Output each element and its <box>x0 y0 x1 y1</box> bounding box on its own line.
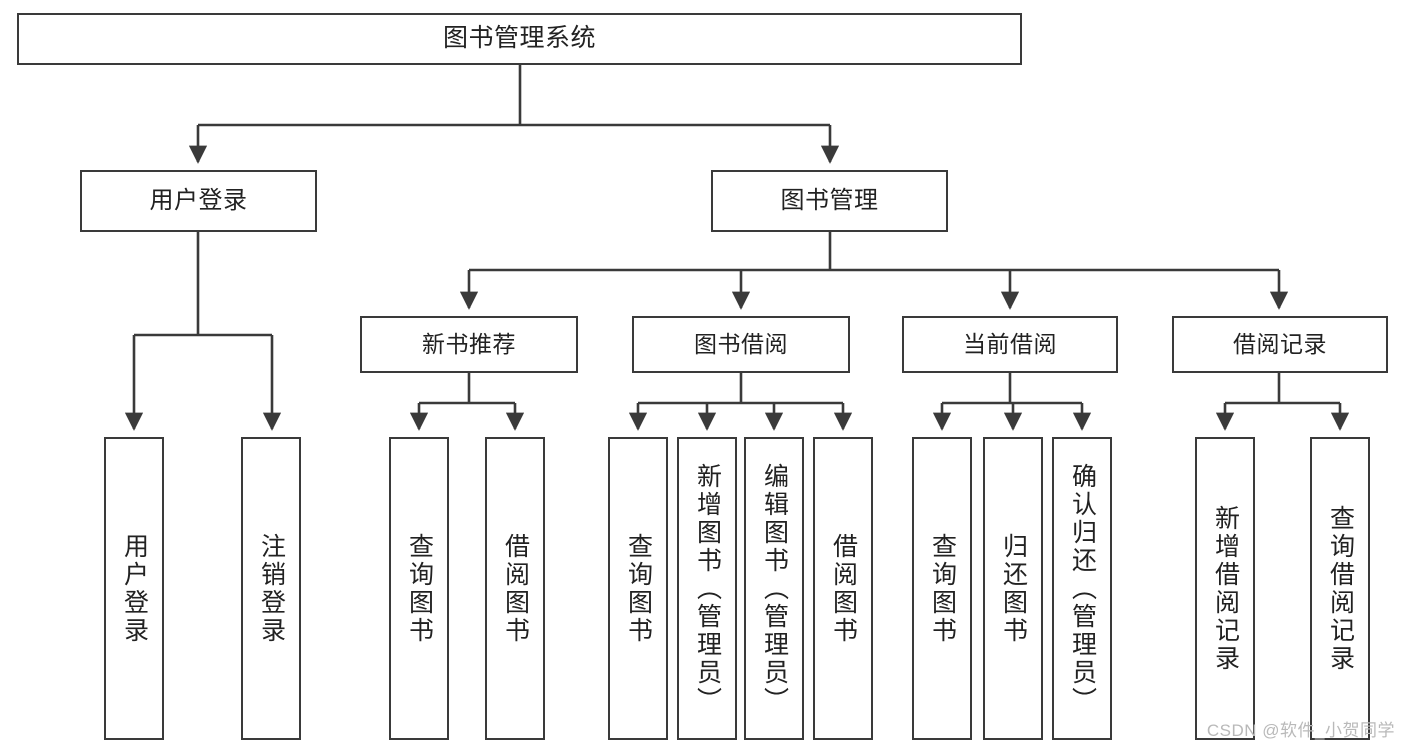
node-root[interactable]: 图书管理系统 <box>17 13 1022 65</box>
node-leaf-add-borrow-record-label: 新增借阅记录 <box>1211 504 1240 673</box>
node-leaf-query-book-1-label: 查询图书 <box>405 532 434 645</box>
node-leaf-add-borrow-record[interactable]: 新增借阅记录 <box>1195 437 1255 740</box>
node-leaf-borrow-book-1[interactable]: 借阅图书 <box>485 437 545 740</box>
node-leaf-confirm-return-label: 确认归还（管理员） <box>1068 462 1097 715</box>
node-leaf-confirm-return[interactable]: 确认归还（管理员） <box>1052 437 1112 740</box>
node-leaf-user-login[interactable]: 用户登录 <box>104 437 164 740</box>
node-leaf-query-book-3-label: 查询图书 <box>928 532 957 645</box>
node-new-book-recommend[interactable]: 新书推荐 <box>360 316 578 373</box>
node-leaf-borrow-book-1-label: 借阅图书 <box>501 532 530 645</box>
node-user-login-label: 用户登录 <box>149 186 248 214</box>
node-new-book-recommend-label: 新书推荐 <box>422 330 516 357</box>
node-leaf-logout-login-label: 注销登录 <box>257 532 286 645</box>
node-leaf-query-book-3[interactable]: 查询图书 <box>912 437 972 740</box>
node-borrow-record[interactable]: 借阅记录 <box>1172 316 1388 373</box>
node-leaf-return-book-label: 归还图书 <box>999 532 1028 645</box>
node-leaf-query-book-2[interactable]: 查询图书 <box>608 437 668 740</box>
node-leaf-edit-book[interactable]: 编辑图书（管理员） <box>744 437 804 740</box>
node-user-login[interactable]: 用户登录 <box>80 170 317 232</box>
node-root-label: 图书管理系统 <box>442 24 596 53</box>
node-leaf-user-login-label: 用户登录 <box>120 532 149 645</box>
node-leaf-query-borrow-record-label: 查询借阅记录 <box>1326 504 1355 673</box>
node-leaf-borrow-book-2[interactable]: 借阅图书 <box>813 437 873 740</box>
node-current-borrow[interactable]: 当前借阅 <box>902 316 1118 373</box>
node-leaf-logout-login[interactable]: 注销登录 <box>241 437 301 740</box>
node-leaf-edit-book-label: 编辑图书（管理员） <box>760 462 789 715</box>
node-leaf-query-book-2-label: 查询图书 <box>624 532 653 645</box>
node-book-manage[interactable]: 图书管理 <box>711 170 948 232</box>
node-book-manage-label: 图书管理 <box>780 186 879 214</box>
csdn-watermark: CSDN @软件_小贺同学 <box>1206 721 1395 740</box>
node-leaf-add-book[interactable]: 新增图书（管理员） <box>677 437 737 740</box>
node-leaf-borrow-book-2-label: 借阅图书 <box>829 532 858 645</box>
node-book-borrow[interactable]: 图书借阅 <box>632 316 850 373</box>
node-leaf-query-book-1[interactable]: 查询图书 <box>389 437 449 740</box>
node-leaf-add-book-label: 新增图书（管理员） <box>693 462 722 715</box>
node-book-borrow-label: 图书借阅 <box>694 330 788 357</box>
node-current-borrow-label: 当前借阅 <box>963 330 1057 357</box>
node-leaf-query-borrow-record[interactable]: 查询借阅记录 <box>1310 437 1370 740</box>
node-leaf-return-book[interactable]: 归还图书 <box>983 437 1043 740</box>
node-borrow-record-label: 借阅记录 <box>1233 330 1327 357</box>
